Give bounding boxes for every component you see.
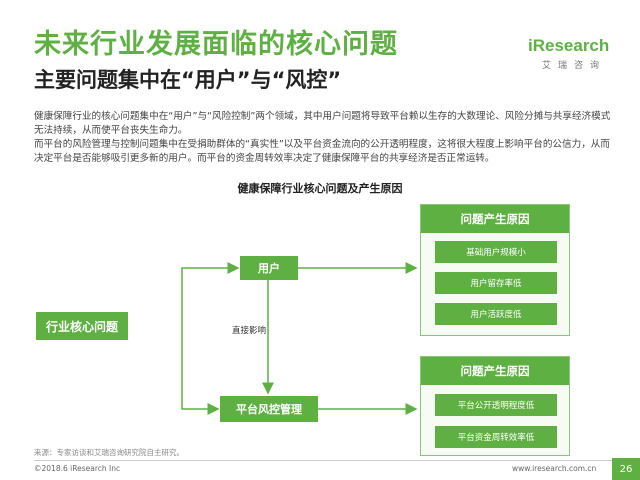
cause-item: 用户留存率低 bbox=[435, 272, 557, 294]
cause-item: 用户活跃度低 bbox=[435, 303, 557, 325]
page-subtitle: 主要问题集中在“用户”与“风控” bbox=[34, 68, 342, 92]
diagram-title: 健康保障行业核心问题及产生原因 bbox=[237, 182, 403, 195]
cause-panel-user-title: 问题产生原因 bbox=[421, 205, 569, 233]
root-node: 行业核心问题 bbox=[36, 312, 128, 340]
page-number: 26 bbox=[612, 458, 640, 480]
iresearch-logo: iResearch 艾瑞咨询 bbox=[528, 36, 618, 76]
body-text: 健康保障行业的核心问题集中在“用户”与“风险控制”两个领域，其中用户问题将导致平… bbox=[34, 110, 614, 166]
cause-item: 平台资金周转效率低 bbox=[435, 426, 557, 448]
logo-subtitle: 艾瑞咨询 bbox=[542, 61, 607, 71]
cause-panel-risk: 问题产生原因 平台公开透明程度低 平台资金周转效率低 bbox=[420, 356, 570, 456]
paragraph-2: 而平台的风险管理与控制问题集中在受捐助群体的“真实性”以及平台资金流向的公开透明… bbox=[34, 139, 610, 164]
cause-panel-risk-title: 问题产生原因 bbox=[421, 357, 569, 385]
cause-item: 基础用户规模小 bbox=[435, 241, 557, 263]
cause-item: 平台公开透明程度低 bbox=[435, 394, 557, 416]
cause-panel-user: 问题产生原因 基础用户规模小 用户留存率低 用户活跃度低 bbox=[420, 204, 570, 336]
edge-label: 直接影响 bbox=[232, 326, 267, 336]
website-link[interactable]: www.iresearch.com.cn bbox=[512, 464, 597, 473]
user-node: 用户 bbox=[240, 256, 298, 280]
edge-root-risk bbox=[181, 326, 220, 415]
logo-wordmark: iResearch bbox=[528, 36, 610, 55]
source-note: 来源：专家访谈和艾瑞咨询研究院自主研究。 bbox=[34, 448, 184, 457]
page-title: 未来行业发展面临的核心问题 bbox=[34, 29, 398, 60]
paragraph-1: 健康保障行业的核心问题集中在“用户”与“风险控制”两个领域，其中用户问题将导致平… bbox=[34, 111, 611, 136]
copyright: ©2018.6 iResearch Inc bbox=[34, 464, 121, 473]
edge-root-user bbox=[181, 262, 240, 326]
footer-divider bbox=[34, 460, 614, 461]
risk-node: 平台风控管理 bbox=[220, 396, 318, 422]
